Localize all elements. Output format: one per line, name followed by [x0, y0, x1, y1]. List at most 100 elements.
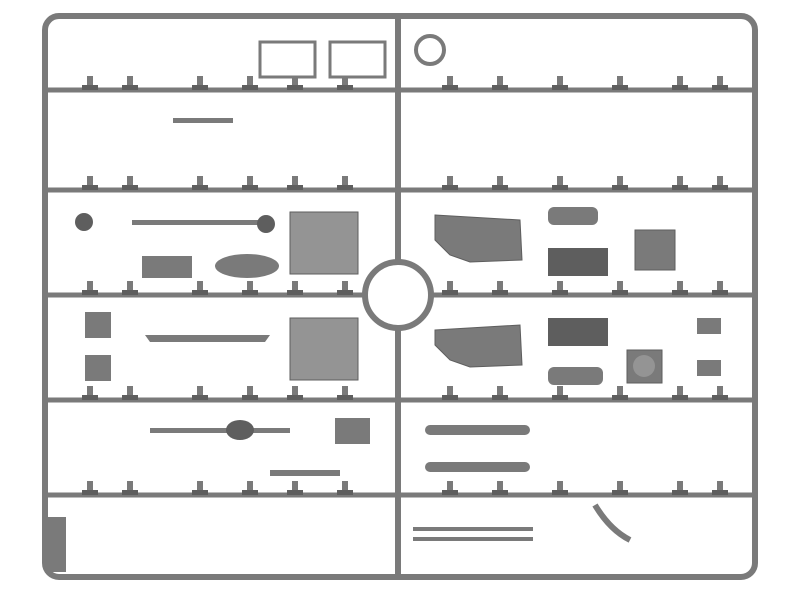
- gate-stub: [497, 176, 503, 190]
- gate-stub: [447, 481, 453, 495]
- gate-tab: [192, 290, 208, 295]
- gate-tab: [287, 490, 303, 495]
- gate-tab: [492, 185, 508, 190]
- gate-stub: [677, 481, 683, 495]
- gate-tab: [242, 85, 258, 90]
- tank: [548, 367, 603, 385]
- gate-stub: [557, 176, 563, 190]
- gate-tab: [287, 395, 303, 400]
- gate-stub: [87, 481, 93, 495]
- gate-tab: [672, 85, 688, 90]
- gate-stub: [292, 281, 298, 295]
- gate-tab: [492, 290, 508, 295]
- gate-stub: [557, 76, 563, 90]
- gate-tab: [492, 490, 508, 495]
- windshield-frame: [328, 40, 387, 79]
- axle-housing: [215, 254, 279, 278]
- block: [142, 256, 192, 278]
- rod: [413, 527, 533, 531]
- gate-tab: [672, 395, 688, 400]
- instrument-panel: [335, 418, 370, 444]
- gate-tab: [122, 395, 138, 400]
- gate-tab: [712, 85, 728, 90]
- gate-tab: [612, 185, 628, 190]
- gate-tab: [492, 395, 508, 400]
- gate-stub: [197, 176, 203, 190]
- gate-stub: [557, 481, 563, 495]
- gate-tab: [552, 185, 568, 190]
- seat: [434, 214, 523, 263]
- gate-tab: [672, 290, 688, 295]
- wheel-hub: [75, 213, 93, 231]
- gate-stub: [447, 176, 453, 190]
- gate-stub: [497, 76, 503, 90]
- gate-tab: [242, 185, 258, 190]
- gate-tab: [442, 490, 458, 495]
- center-ring: [362, 259, 434, 331]
- gate-tab: [122, 85, 138, 90]
- gate-stub: [292, 176, 298, 190]
- steering-wheel: [414, 34, 446, 66]
- gate-stub: [617, 281, 623, 295]
- gate-stub: [127, 386, 133, 400]
- leaf-spring: [425, 425, 530, 435]
- gate-tab: [672, 185, 688, 190]
- gate-tab: [337, 395, 353, 400]
- gate-stub: [677, 281, 683, 295]
- gate-stub: [617, 176, 623, 190]
- gate-stub: [127, 76, 133, 90]
- gate-tab: [672, 490, 688, 495]
- gate-tab: [337, 290, 353, 295]
- gate-tab: [192, 85, 208, 90]
- gate-stub: [447, 76, 453, 90]
- exhaust-pipe: [592, 503, 632, 543]
- door-panel: [289, 211, 359, 275]
- gate-tab: [82, 85, 98, 90]
- gate-stub: [717, 281, 723, 295]
- gate-tab: [442, 185, 458, 190]
- gate-tab: [192, 395, 208, 400]
- spring-mount: [145, 335, 270, 342]
- rod: [413, 537, 533, 541]
- gate-stub: [87, 386, 93, 400]
- gate-stub: [127, 281, 133, 295]
- wheel-hub: [257, 215, 275, 233]
- gate-tab: [82, 290, 98, 295]
- gate-tab: [242, 290, 258, 295]
- gate-stub: [447, 386, 453, 400]
- gate-stub: [197, 386, 203, 400]
- gate-stub: [557, 281, 563, 295]
- box-part: [697, 318, 721, 334]
- gate-tab: [122, 290, 138, 295]
- gate-stub: [247, 176, 253, 190]
- gate-tab: [712, 395, 728, 400]
- gate-tab: [612, 85, 628, 90]
- gate-stub: [717, 386, 723, 400]
- gate-tab: [337, 490, 353, 495]
- driveshaft: [132, 220, 272, 225]
- gate-stub: [497, 481, 503, 495]
- box-part: [85, 355, 111, 381]
- gate-tab: [122, 490, 138, 495]
- box-part: [85, 312, 111, 338]
- gate-stub: [447, 281, 453, 295]
- gate-stub: [197, 281, 203, 295]
- gate-stub: [342, 76, 348, 90]
- panel: [634, 229, 676, 271]
- gate-stub: [247, 481, 253, 495]
- gate-tab: [82, 490, 98, 495]
- round-plate: [633, 355, 655, 377]
- seat: [434, 324, 523, 368]
- box-part: [697, 360, 721, 376]
- sprue-tab: [48, 517, 66, 572]
- leaf-spring: [425, 462, 530, 472]
- gate-stub: [342, 176, 348, 190]
- gate-stub: [292, 76, 298, 90]
- gate-tab: [492, 85, 508, 90]
- gate-stub: [617, 481, 623, 495]
- gate-tab: [337, 185, 353, 190]
- gate-stub: [717, 176, 723, 190]
- gate-stub: [557, 386, 563, 400]
- gate-stub: [717, 481, 723, 495]
- gate-tab: [552, 490, 568, 495]
